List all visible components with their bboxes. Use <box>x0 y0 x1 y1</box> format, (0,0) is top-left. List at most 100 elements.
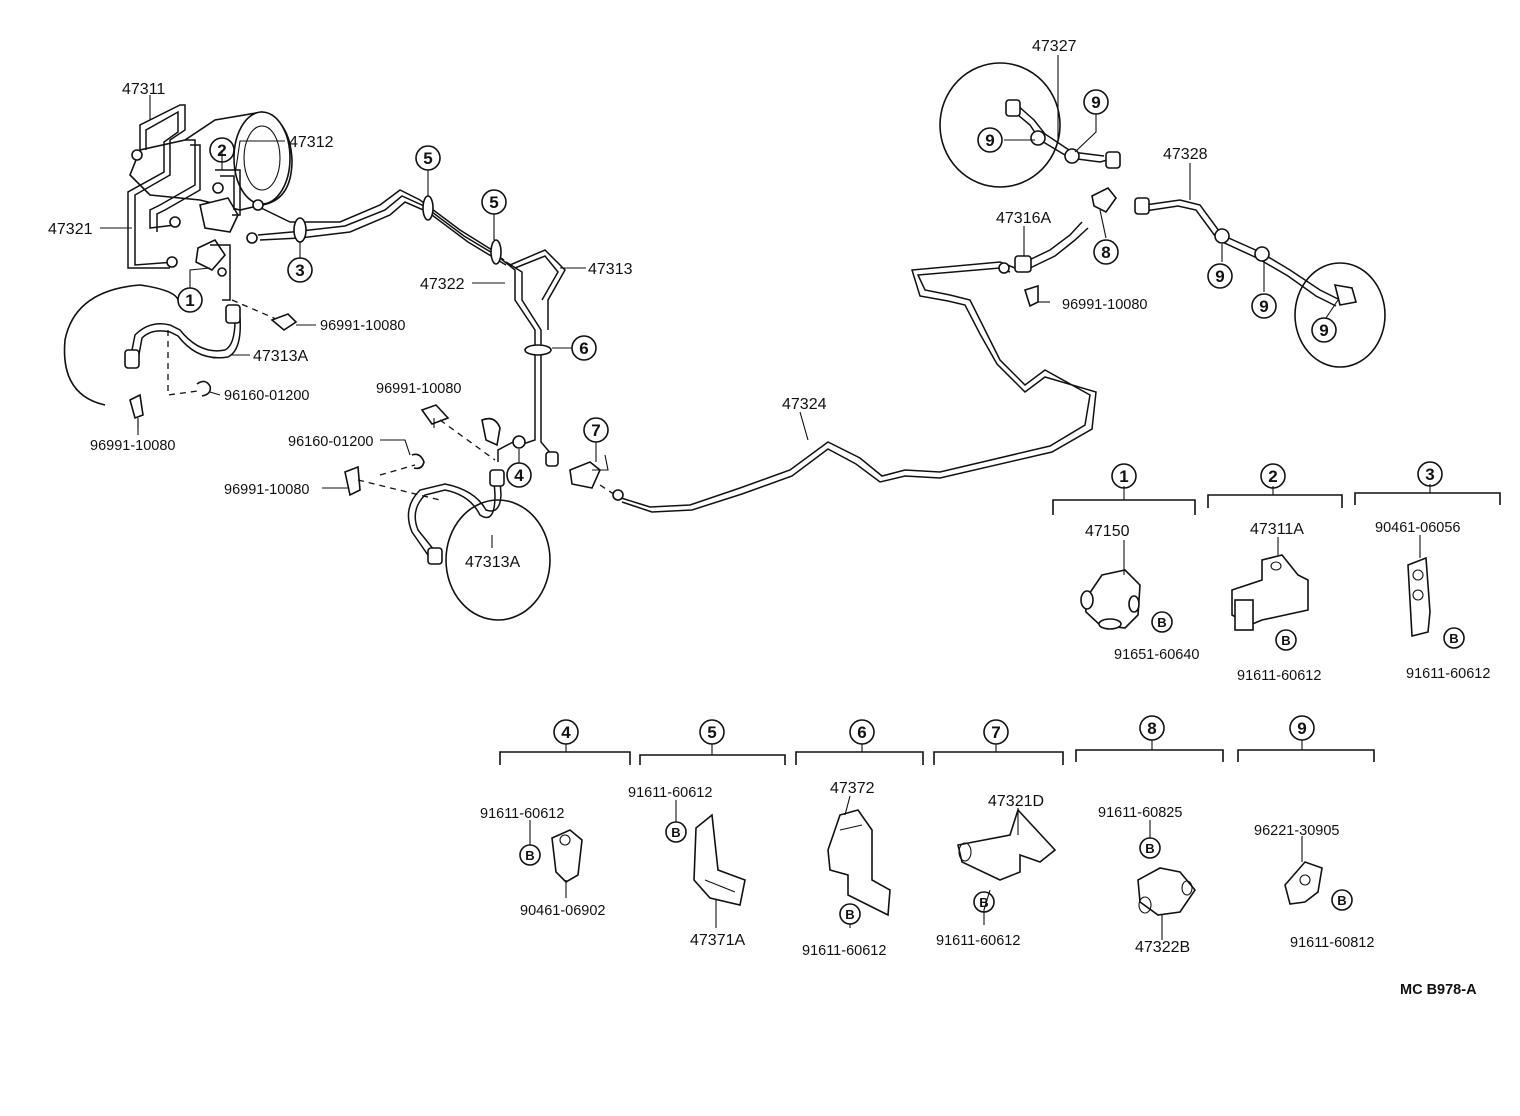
label-47313a-lower: 47313A <box>465 554 520 571</box>
callout-8-rear: 8 <box>1093 239 1119 265</box>
svg-text:5: 5 <box>489 193 498 212</box>
diagram-code: MC B978-A <box>1400 982 1477 998</box>
bolt-icon: B <box>665 821 687 843</box>
svg-text:B: B <box>1281 633 1290 648</box>
svg-text:5: 5 <box>707 723 716 742</box>
svg-text:7: 7 <box>991 723 1000 742</box>
svg-text:B: B <box>671 825 680 840</box>
label-clip-e: 96991-10080 <box>1062 297 1147 313</box>
bolt-icon: B <box>973 891 995 913</box>
svg-text:5: 5 <box>423 149 432 168</box>
callout-9-rl-b: 9 <box>977 127 1003 153</box>
callout-9-rr-a: 9 <box>1207 263 1233 289</box>
detail-callout-3: 3 <box>1417 461 1443 487</box>
svg-text:8: 8 <box>1101 243 1110 262</box>
center-brake-tubes <box>422 195 1097 513</box>
svg-text:4: 4 <box>514 466 524 485</box>
rear-right-wheel-disc <box>1134 197 1386 368</box>
detail-callout-8: 8 <box>1139 715 1165 741</box>
svg-text:1: 1 <box>185 291 194 310</box>
svg-text:7: 7 <box>591 421 600 440</box>
label-47372: 47372 <box>830 780 875 797</box>
rear-left-wheel-disc <box>939 62 1121 188</box>
bolt-symbols: B B B B B B B B B <box>519 611 1465 925</box>
label-90461-06056: 90461-06056 <box>1375 520 1460 536</box>
label-47327: 47327 <box>1032 38 1077 55</box>
svg-text:3: 3 <box>295 261 304 280</box>
detail-sketches <box>551 554 1431 917</box>
label-47150: 47150 <box>1085 523 1130 540</box>
callout-9-rl-a: 9 <box>1083 89 1109 115</box>
detail-callout-9: 9 <box>1289 715 1315 741</box>
front-left-hardware <box>129 299 298 428</box>
svg-text:2: 2 <box>1268 467 1277 486</box>
label-clip-d: 96991-10080 <box>224 482 309 498</box>
front-left-wheel-disc <box>63 284 241 406</box>
part-labels: 47311 47312 47321 47313A 96991-10080 961… <box>48 38 1490 998</box>
svg-text:B: B <box>845 907 854 922</box>
bolt-icon: B <box>839 903 861 925</box>
label-47322b: 47322B <box>1135 939 1190 956</box>
label-ring-b: 96160-01200 <box>288 434 373 450</box>
label-47313a-upper: 47313A <box>253 348 308 365</box>
label-ring-a: 96160-01200 <box>224 388 309 404</box>
bolt-icon: B <box>1275 629 1297 651</box>
svg-text:B: B <box>1157 615 1166 630</box>
detail-callout-2: 2 <box>1260 463 1286 489</box>
svg-text:4: 4 <box>561 723 571 742</box>
callout-3-mc: 3 <box>287 257 313 283</box>
svg-text:2: 2 <box>217 141 226 160</box>
label-clip-c: 96991-10080 <box>376 381 461 397</box>
svg-text:9: 9 <box>1091 93 1100 112</box>
master-cylinder-assembly <box>127 104 507 301</box>
label-47371a: 47371A <box>690 932 745 949</box>
label-91651-60640: 91651-60640 <box>1114 647 1199 663</box>
svg-text:6: 6 <box>857 723 866 742</box>
label-47313: 47313 <box>588 261 633 278</box>
callout-1-mc: 1 <box>177 287 203 313</box>
label-clip-b: 96991-10080 <box>90 438 175 454</box>
label-96221-30905: 96221-30905 <box>1254 823 1339 839</box>
label-91611-60612-g6: 91611-60612 <box>802 943 886 959</box>
center-hardware <box>344 404 496 501</box>
label-47321d: 47321D <box>988 793 1044 810</box>
svg-text:9: 9 <box>1297 719 1306 738</box>
svg-text:9: 9 <box>1319 321 1328 340</box>
label-47312: 47312 <box>289 134 334 151</box>
leader-lines <box>100 55 1421 940</box>
front-right-wheel-disc <box>407 469 551 621</box>
label-47321: 47321 <box>48 221 93 238</box>
svg-text:9: 9 <box>985 131 994 150</box>
svg-text:B: B <box>1449 631 1458 646</box>
detail-callout-5: 5 <box>699 719 725 745</box>
callout-6-line: 6 <box>571 335 597 361</box>
callout-9-rr-c: 9 <box>1311 317 1337 343</box>
svg-text:6: 6 <box>579 339 588 358</box>
callout-7-line: 7 <box>583 417 609 443</box>
label-91611-60612-g2: 91611-60612 <box>1237 668 1321 684</box>
label-91611-60812: 91611-60812 <box>1290 935 1374 951</box>
svg-text:B: B <box>525 848 534 863</box>
callout-circles: 1 2 3 5 5 6 4 7 9 9 8 9 9 9 1 2 3 4 5 6 … <box>177 89 1443 745</box>
bolt-icon: B <box>1139 837 1161 859</box>
callout-5-a: 5 <box>415 145 441 171</box>
label-47311: 47311 <box>122 81 165 98</box>
label-91611-60612-g7: 91611-60612 <box>936 933 1020 949</box>
svg-text:B: B <box>1337 893 1346 908</box>
detail-callout-1: 1 <box>1111 463 1137 489</box>
svg-text:B: B <box>979 895 988 910</box>
label-clip-a: 96991-10080 <box>320 318 405 334</box>
label-47311a: 47311A <box>1250 521 1304 538</box>
detail-brackets <box>499 484 1501 765</box>
svg-text:B: B <box>1145 841 1154 856</box>
label-91611-60612-g5: 91611-60612 <box>628 785 712 801</box>
detail-callout-4: 4 <box>553 719 579 745</box>
svg-text:9: 9 <box>1259 297 1268 316</box>
detail-callout-6: 6 <box>849 719 875 745</box>
label-47324: 47324 <box>782 396 827 413</box>
svg-text:3: 3 <box>1425 465 1434 484</box>
label-47322: 47322 <box>420 276 465 293</box>
svg-text:8: 8 <box>1147 719 1156 738</box>
callout-2-mc: 2 <box>209 137 235 163</box>
callout-4-line: 4 <box>506 462 532 488</box>
